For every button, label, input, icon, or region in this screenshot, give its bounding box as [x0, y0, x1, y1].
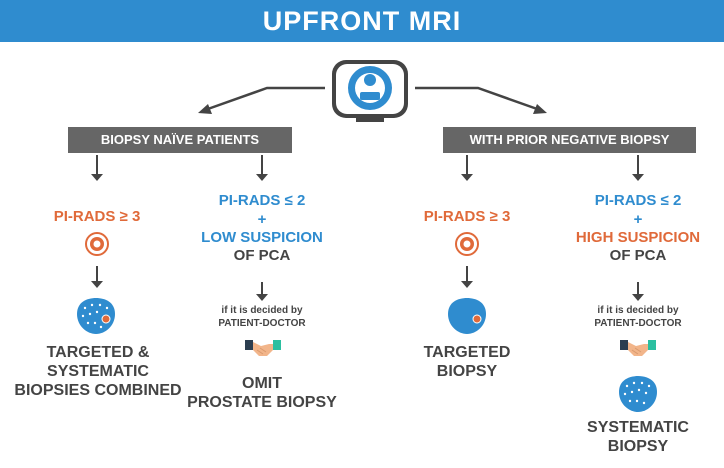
biopsy-naive-header: BIOPSY NAÏVE PATIENTS: [68, 127, 292, 153]
handshake-icon: [245, 340, 281, 356]
left-of-pca: OF PCA: [233, 247, 291, 264]
omit-line1: OMIT: [242, 375, 282, 392]
systematic-line2: BIOPSY: [607, 438, 669, 455]
prostate-icon: [77, 298, 115, 334]
left-result-line1: TARGETED &: [46, 344, 150, 361]
right-decided-note: if it is decided by: [597, 305, 679, 316]
mri-scanner-icon: [332, 60, 408, 122]
omit-line2: PROSTATE BIOPSY: [187, 394, 337, 411]
target-icon: [85, 232, 109, 256]
right-patient-doctor: PATIENT-DOCTOR: [594, 318, 682, 329]
left-pirads-low: PI-RADS ≤ 2: [218, 192, 306, 209]
left-plus: +: [257, 211, 267, 228]
handshake-icon: [620, 340, 656, 356]
title-banner: [0, 0, 724, 42]
left-result-line2: SYSTEMATIC: [47, 363, 149, 380]
prior-negative-header: WITH PRIOR NEGATIVE BIOPSY: [443, 127, 696, 153]
left-result-line3: BIOPSIES COMBINED: [14, 382, 182, 399]
right-plus: +: [633, 211, 643, 228]
right-pirads-low: PI-RADS ≤ 2: [594, 192, 682, 209]
right-of-pca: OF PCA: [609, 247, 667, 264]
systematic-line1: SYSTEMATIC: [587, 419, 689, 436]
left-decided-note: if it is decided by: [221, 305, 303, 316]
low-suspicion-label: LOW SUSPICION: [201, 229, 323, 246]
left-pirads-high: PI-RADS ≥ 3: [53, 208, 141, 225]
left-patient-doctor: PATIENT-DOCTOR: [218, 318, 306, 329]
targeted-line1: TARGETED: [423, 344, 511, 361]
right-pirads-high: PI-RADS ≥ 3: [423, 208, 511, 225]
targeted-line2: BIOPSY: [436, 363, 498, 380]
page-title: UPFRONT MRI: [262, 6, 462, 36]
prostate-icon: [619, 376, 657, 412]
high-suspicion-label: HIGH SUSPICION: [575, 229, 701, 246]
target-icon: [455, 232, 479, 256]
prostate-icon: [448, 298, 486, 334]
